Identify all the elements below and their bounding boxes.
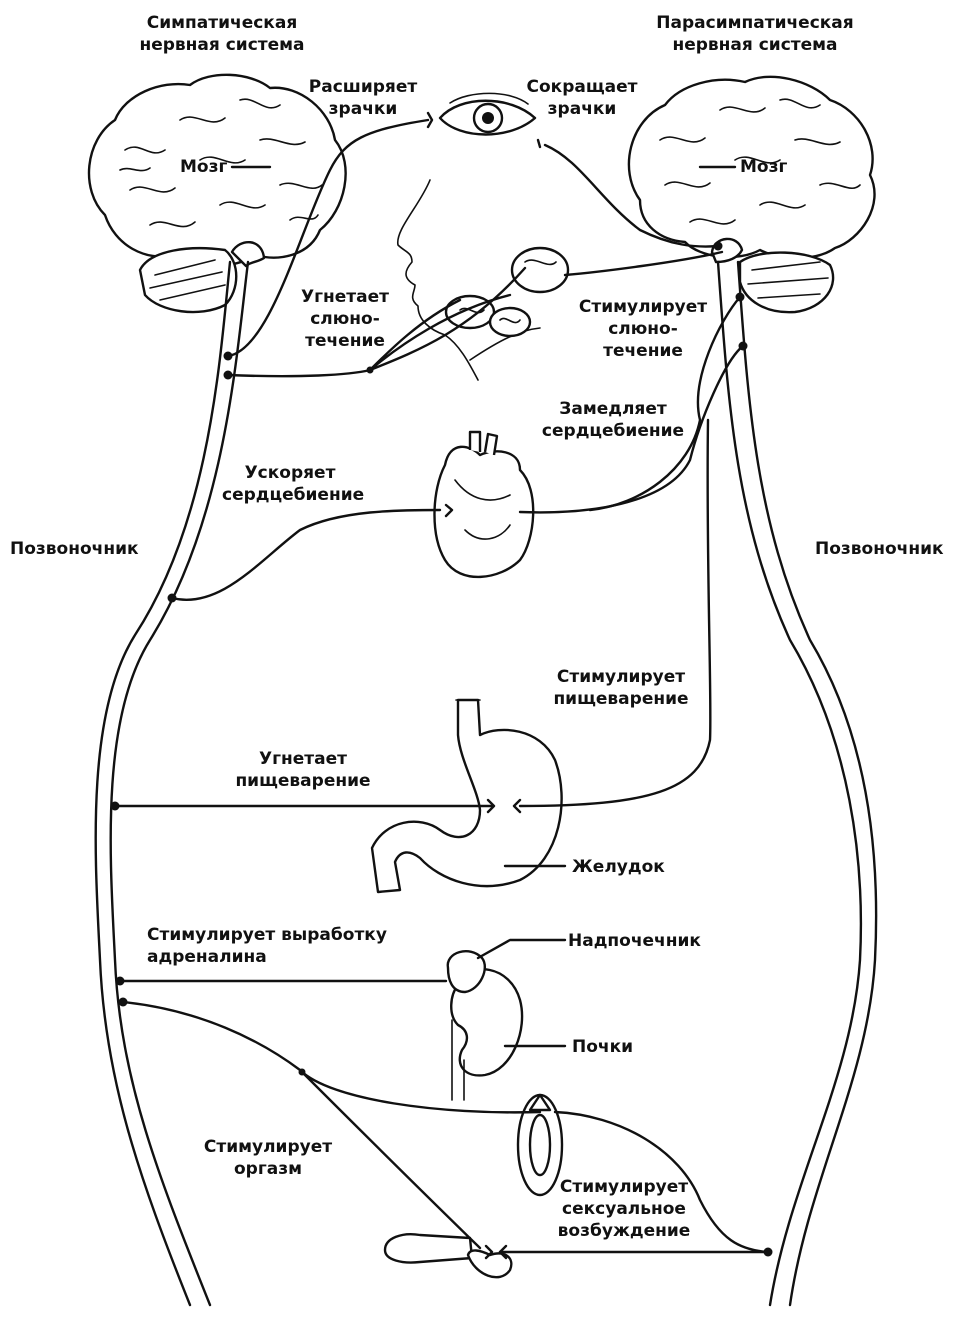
organ-label-adrenal: Надпочечник <box>568 930 701 952</box>
nerve-origin-dots <box>111 242 773 1257</box>
spine-label-right: Позвоночник <box>815 538 944 560</box>
label-stimulate-digestion: Стимулирует пищеварение <box>546 666 696 710</box>
spine-label-left: Позвоночник <box>10 538 139 560</box>
eye <box>440 93 535 134</box>
heading-sympathetic: Симпатическая нервная система <box>122 12 322 56</box>
heading-sympathetic-line2: нервная система <box>122 34 322 56</box>
right-brain <box>629 77 875 312</box>
heart <box>434 432 533 577</box>
label-accelerate-heartbeat: Ускоряет сердцебиение <box>222 462 358 506</box>
label-inhibit-salivation: Угнетает слюно- течение <box>290 286 400 352</box>
label-stimulate-orgasm: Стимулирует оргазм <box>198 1136 338 1180</box>
label-dilate-pupils: Расширяет зрачки <box>308 76 418 120</box>
heading-sympathetic-line1: Симпатическая <box>122 12 322 34</box>
nerve-heart-sympathetic <box>172 510 440 600</box>
nerve-salivary-parasympathetic <box>565 252 740 510</box>
heading-parasympathetic: Парасимпатическая нервная система <box>645 12 865 56</box>
male-organ <box>385 1234 511 1277</box>
right-spine <box>718 262 861 1305</box>
heading-parasympathetic-line2: нервная система <box>645 34 865 56</box>
organ-label-stomach: Желудок <box>572 856 665 878</box>
leader-adrenal <box>478 940 565 958</box>
label-slow-heartbeat: Замедляет сердцебиение <box>538 398 688 442</box>
organ-label-kidneys: Почки <box>572 1036 633 1058</box>
label-stimulate-adrenaline: Стимулирует выработку адреналина <box>147 924 407 968</box>
heading-parasympathetic-line1: Парасимпатическая <box>645 12 865 34</box>
label-stimulate-arousal: Стимулирует сексуальное возбуждение <box>554 1176 694 1242</box>
brain-label-left: Мозг <box>180 156 227 178</box>
label-inhibit-digestion: Угнетает пищеварение <box>228 748 378 792</box>
label-constrict-pupils: Сокращает зрачки <box>522 76 642 120</box>
brain-label-right: Мозг <box>740 156 787 178</box>
label-stimulate-salivation: Стимулирует слюно- течение <box>568 296 718 362</box>
stomach <box>372 700 562 892</box>
